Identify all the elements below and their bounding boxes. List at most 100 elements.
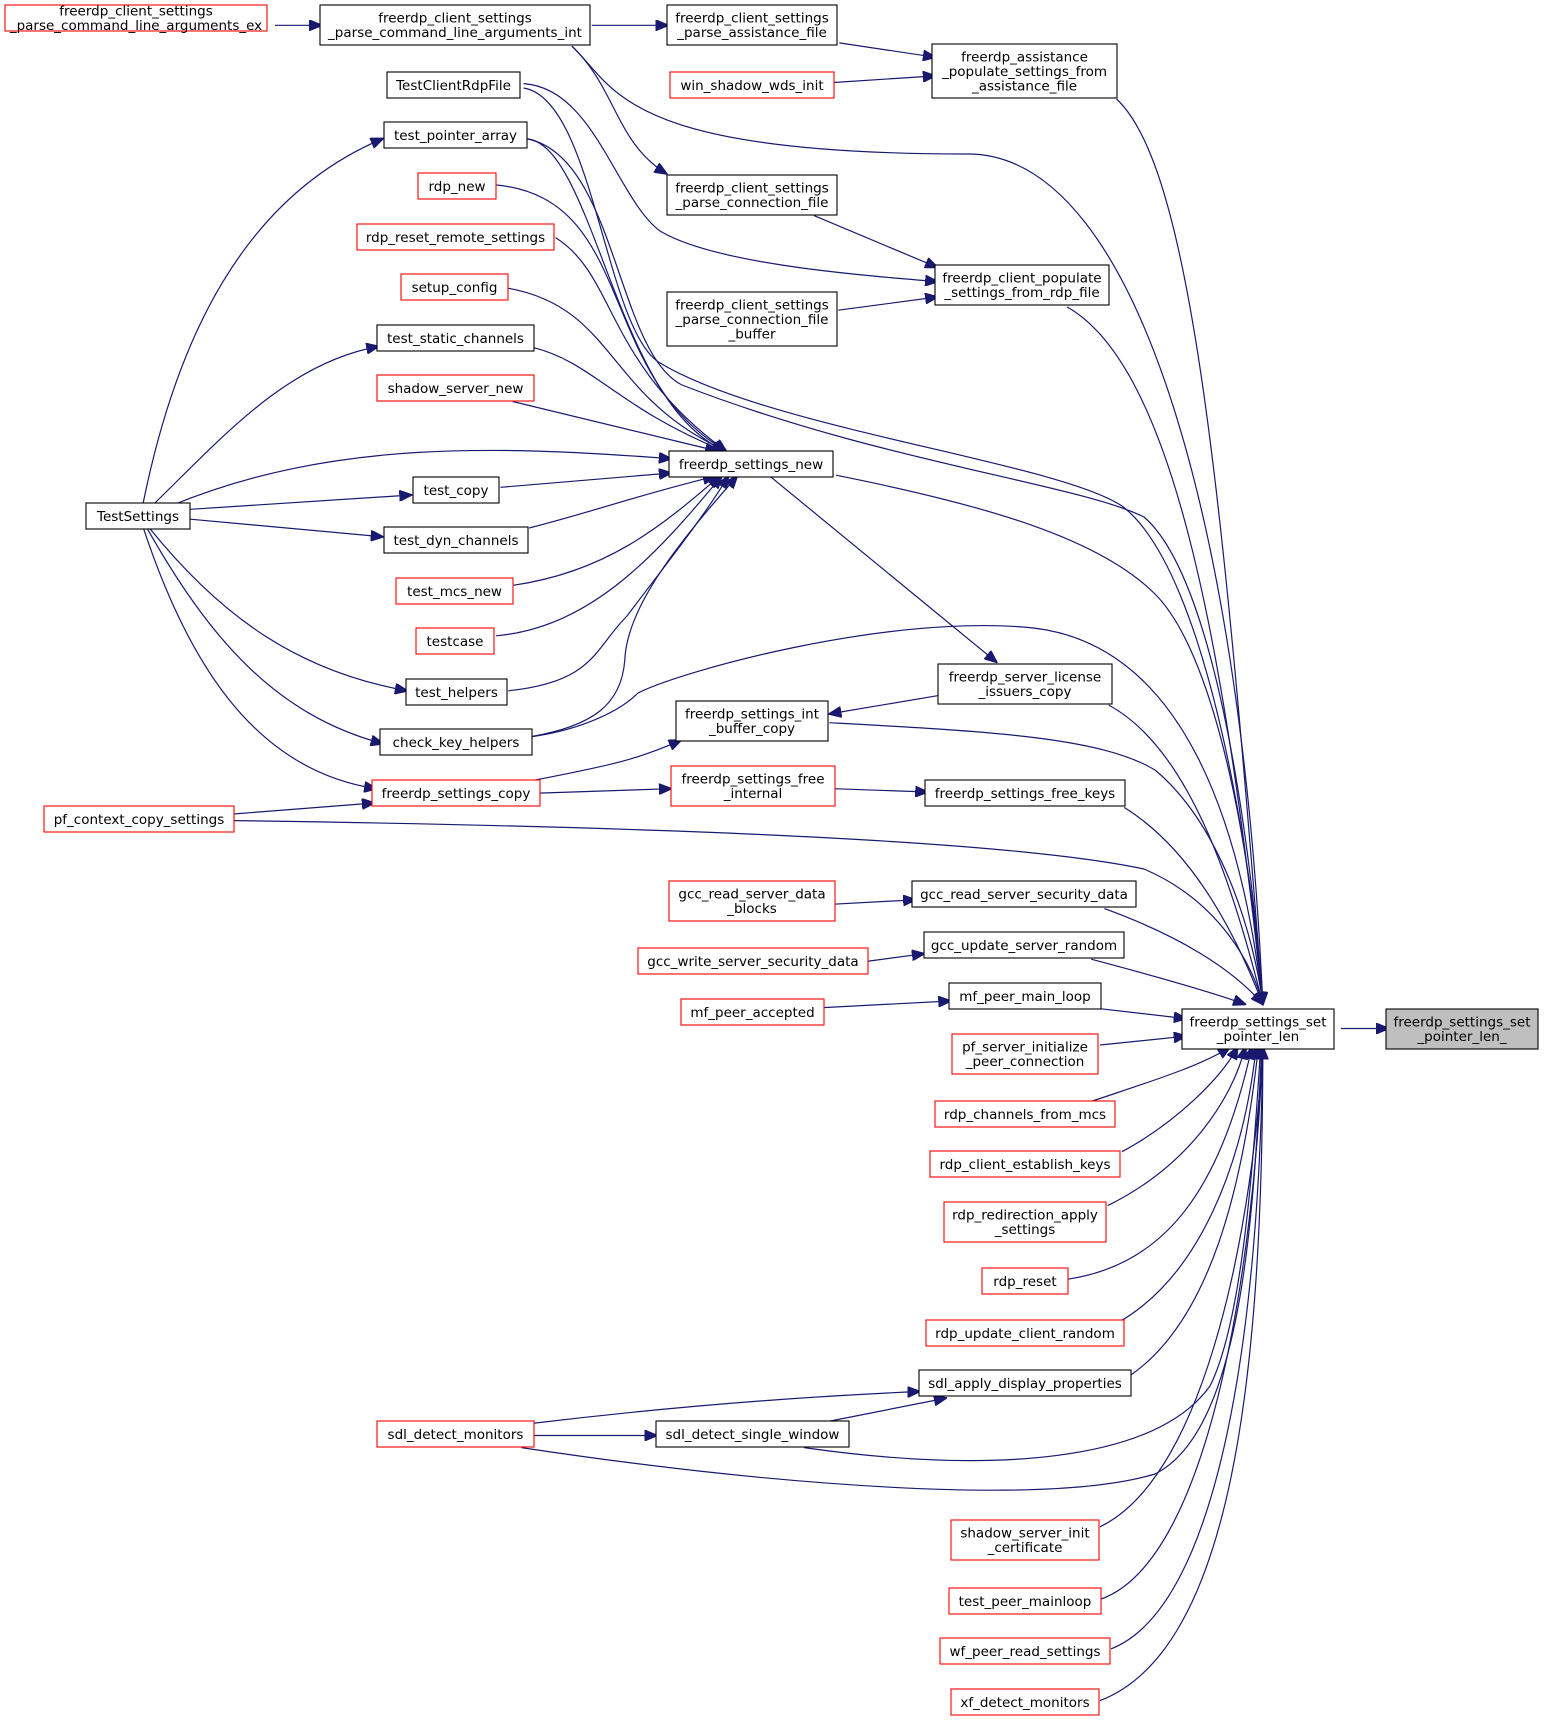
- node-cla-int[interactable]: freerdp_client_settings_parse_command_li…: [319, 4, 591, 46]
- node-label-line: _parse_connection_file: [675, 195, 829, 211]
- node-sdl-single-window[interactable]: sdl_detect_single_window: [655, 1420, 850, 1448]
- edge-test_ptr_array-to-set_pointer_len: [526, 139, 1263, 1005]
- node-rdp-reset-remote[interactable]: rdp_reset_remote_settings: [356, 223, 555, 251]
- node-sdl-detect-monitors[interactable]: sdl_detect_monitors: [376, 1420, 535, 1448]
- node-test-helpers[interactable]: test_helpers: [405, 678, 508, 706]
- node-box: [937, 663, 1113, 705]
- node-label-line: shadow_server_init: [960, 1526, 1089, 1542]
- node-gcc-write-sec[interactable]: gcc_write_server_security_data: [637, 947, 869, 975]
- node-label-line: testcase: [427, 634, 484, 650]
- node-label-line: TestSettings: [96, 509, 179, 525]
- node-populate-rdp[interactable]: freerdp_client_populate_settings_from_rd…: [934, 264, 1110, 306]
- node-label-line: gcc_read_server_security_data: [920, 887, 1128, 903]
- node-free-keys[interactable]: freerdp_settings_free_keys: [924, 779, 1126, 807]
- node-xf-detect-monitors[interactable]: xf_detect_monitors: [950, 1688, 1100, 1716]
- node-box: [929, 1150, 1121, 1178]
- node-rdp-update-random[interactable]: rdp_update_client_random: [925, 1319, 1125, 1347]
- node-settings-new[interactable]: freerdp_settings_new: [668, 450, 834, 478]
- node-parse-conn-buf[interactable]: freerdp_client_settings_parse_connection…: [666, 291, 838, 347]
- node-rdp-client-keys[interactable]: rdp_client_establish_keys: [929, 1150, 1121, 1178]
- node-pf-server-init[interactable]: pf_server_initialize_peer_connection: [951, 1033, 1099, 1075]
- edge-check_key-to-settings_new: [529, 476, 737, 737]
- edge-settings_new-to-set_pointer_len: [836, 475, 1263, 1004]
- node-box: [417, 172, 497, 200]
- edge-settings_new-to-license_copy: [770, 476, 997, 662]
- node-win-shadow[interactable]: win_shadow_wds_init: [669, 71, 835, 99]
- node-check-key[interactable]: check_key_helpers: [379, 728, 533, 756]
- node-label-line: test_copy: [424, 483, 489, 499]
- node-settings-copy[interactable]: freerdp_settings_copy: [371, 779, 541, 807]
- node-cla-ex[interactable]: freerdp_client_settings_parse_command_li…: [4, 4, 268, 35]
- node-label-line: test_dyn_channels: [394, 533, 519, 549]
- node-label-line: _parse_command_line_arguments_int: [327, 25, 582, 41]
- node-parse-assist[interactable]: freerdp_client_settings_parse_assistance…: [666, 4, 838, 46]
- node-test-dyn[interactable]: test_dyn_channels: [383, 526, 529, 554]
- node-box: [923, 931, 1125, 959]
- node-box: [666, 174, 838, 216]
- node-rdp-reset[interactable]: rdp_reset: [981, 1267, 1069, 1295]
- node-rdp-channels-mcs[interactable]: rdp_channels_from_mcs: [934, 1100, 1116, 1128]
- node-label-line: xf_detect_monitors: [960, 1695, 1089, 1711]
- node-test-peer-loop[interactable]: test_peer_mainloop: [948, 1587, 1102, 1615]
- node-setup-config[interactable]: setup_config: [400, 273, 509, 301]
- node-label-line: _pointer_len: [1216, 1029, 1299, 1045]
- node-mf-accepted[interactable]: mf_peer_accepted: [680, 998, 825, 1026]
- node-wf-peer-read[interactable]: wf_peer_read_settings: [939, 1637, 1111, 1665]
- node-box: [918, 1369, 1132, 1397]
- node-label-line: freerdp_settings_new: [679, 457, 823, 473]
- node-label-line: sdl_detect_single_window: [666, 1427, 840, 1443]
- node-label-line: _parse_assistance_file: [676, 25, 827, 41]
- node-label-line: _certificate: [987, 1540, 1063, 1556]
- node-label-line: _settings: [994, 1222, 1056, 1238]
- node-assist-populate[interactable]: freerdp_assistance_populate_settings_fro…: [931, 43, 1118, 99]
- node-label-line: freerdp_settings_set: [1393, 1015, 1530, 1031]
- edge-rdp_reset_remote-to-settings_new: [556, 238, 727, 451]
- node-test-static[interactable]: test_static_channels: [376, 324, 535, 352]
- node-box: [400, 273, 509, 301]
- node-int-buf-copy[interactable]: freerdp_settings_int_buffer_copy: [675, 700, 829, 742]
- node-mf-main-loop[interactable]: mf_peer_main_loop: [948, 982, 1102, 1010]
- node-label-line: _buffer_copy: [708, 721, 795, 737]
- node-label-line: freerdp_assistance: [961, 49, 1088, 65]
- node-box: [412, 476, 500, 504]
- node-label-line: win_shadow_wds_init: [680, 78, 823, 94]
- node-box: [948, 1587, 1102, 1615]
- node-box: [85, 502, 191, 530]
- node-test-settings[interactable]: TestSettings: [85, 502, 191, 530]
- node-test-ptr-array[interactable]: test_pointer_array: [383, 121, 528, 149]
- node-label-line: freerdp_client_settings: [675, 297, 828, 313]
- node-gcc-update-random[interactable]: gcc_update_server_random: [923, 931, 1125, 959]
- node-sdl-apply-display[interactable]: sdl_apply_display_properties: [918, 1369, 1132, 1397]
- node-box: [386, 71, 521, 99]
- node-box: [950, 1519, 1100, 1561]
- node-pf-context-copy[interactable]: pf_context_copy_settings: [43, 805, 235, 833]
- node-set-pointer-len[interactable]: freerdp_settings_set_pointer_len: [1181, 1008, 1335, 1050]
- node-free-internal[interactable]: freerdp_settings_free_internal: [670, 765, 836, 807]
- node-gcc-read-sec[interactable]: gcc_read_server_security_data: [911, 880, 1137, 908]
- node-box: [376, 1420, 535, 1448]
- edge-sdl_single_window-to-sdl_apply_display: [818, 1398, 946, 1423]
- node-target[interactable]: freerdp_settings_set_pointer_len_: [1385, 1008, 1539, 1050]
- node-rdp-redirection[interactable]: rdp_redirection_apply_settings: [943, 1201, 1107, 1243]
- node-label-line: pf_server_initialize: [962, 1040, 1088, 1056]
- node-rdpfile-test[interactable]: TestClientRdpFile: [386, 71, 521, 99]
- edge-cla_int-to-set_pointer_len: [572, 46, 1263, 1004]
- node-label-line: freerdp_client_settings: [675, 181, 828, 197]
- nodes-layer: freerdp_settings_set_pointer_len_freerdp…: [4, 4, 1539, 1716]
- edge-rdp_new-to-settings_new: [495, 185, 726, 451]
- node-parse-conn[interactable]: freerdp_client_settings_parse_connection…: [666, 174, 838, 216]
- node-testcase[interactable]: testcase: [415, 627, 495, 655]
- node-label-line: setup_config: [412, 280, 498, 296]
- node-label-line: rdp_update_client_random: [935, 1326, 1115, 1342]
- node-box: [666, 4, 838, 46]
- edge-parse_conn_buf-to-populate_rdp: [838, 297, 937, 310]
- node-test-copy[interactable]: test_copy: [412, 476, 500, 504]
- node-license-copy[interactable]: freerdp_server_license_issuers_copy: [937, 663, 1113, 705]
- node-rdp-new[interactable]: rdp_new: [417, 172, 497, 200]
- node-shadow-cert[interactable]: shadow_server_init_certificate: [950, 1519, 1100, 1561]
- node-shadow-server-new[interactable]: shadow_server_new: [376, 374, 535, 402]
- node-box: [415, 627, 495, 655]
- node-gcc-read-blocks[interactable]: gcc_read_server_data_blocks: [668, 880, 836, 922]
- node-test-mcs-new[interactable]: test_mcs_new: [395, 577, 514, 605]
- edge-test_copy-to-settings_new: [501, 473, 672, 487]
